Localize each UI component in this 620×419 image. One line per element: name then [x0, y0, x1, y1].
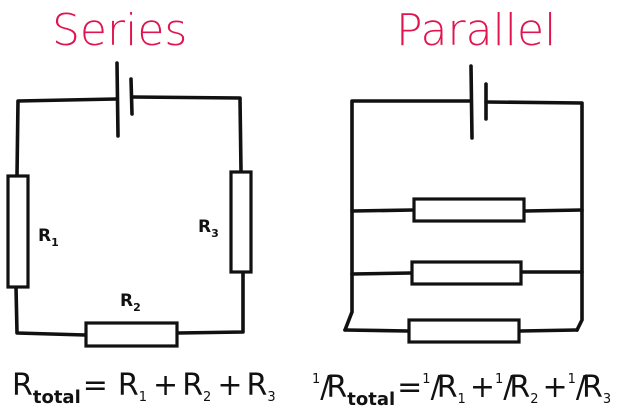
parallel-resistor-middle — [410, 260, 523, 286]
series-resistor-r1 — [6, 174, 30, 289]
parallel-wires — [343, 99, 584, 333]
parallel-resistor-top — [412, 197, 526, 223]
series-panel: Series R1 R3 R2 Rtotal=R1+R2+R3 — [6, 5, 276, 408]
parallel-title: Parallel — [396, 5, 556, 56]
parallel-battery-icon — [469, 64, 488, 140]
series-label-r3: R3 — [198, 217, 219, 240]
series-formula: Rtotal=R1+R2+R3 — [12, 368, 276, 408]
series-battery-icon — [115, 61, 134, 138]
parallel-panel: Parallel 1/Rtotal=1/R1+1/R2+1/R3 — [312, 5, 611, 410]
series-title: Series — [52, 5, 187, 56]
parallel-resistor-bottom — [407, 318, 521, 344]
series-wires — [14, 95, 245, 337]
series-resistor-r2 — [84, 321, 179, 348]
series-label-r1: R1 — [38, 226, 59, 249]
series-label-r2: R2 — [120, 291, 141, 314]
parallel-formula: 1/Rtotal=1/R1+1/R2+1/R3 — [312, 370, 611, 410]
series-resistor-r3 — [229, 170, 253, 274]
